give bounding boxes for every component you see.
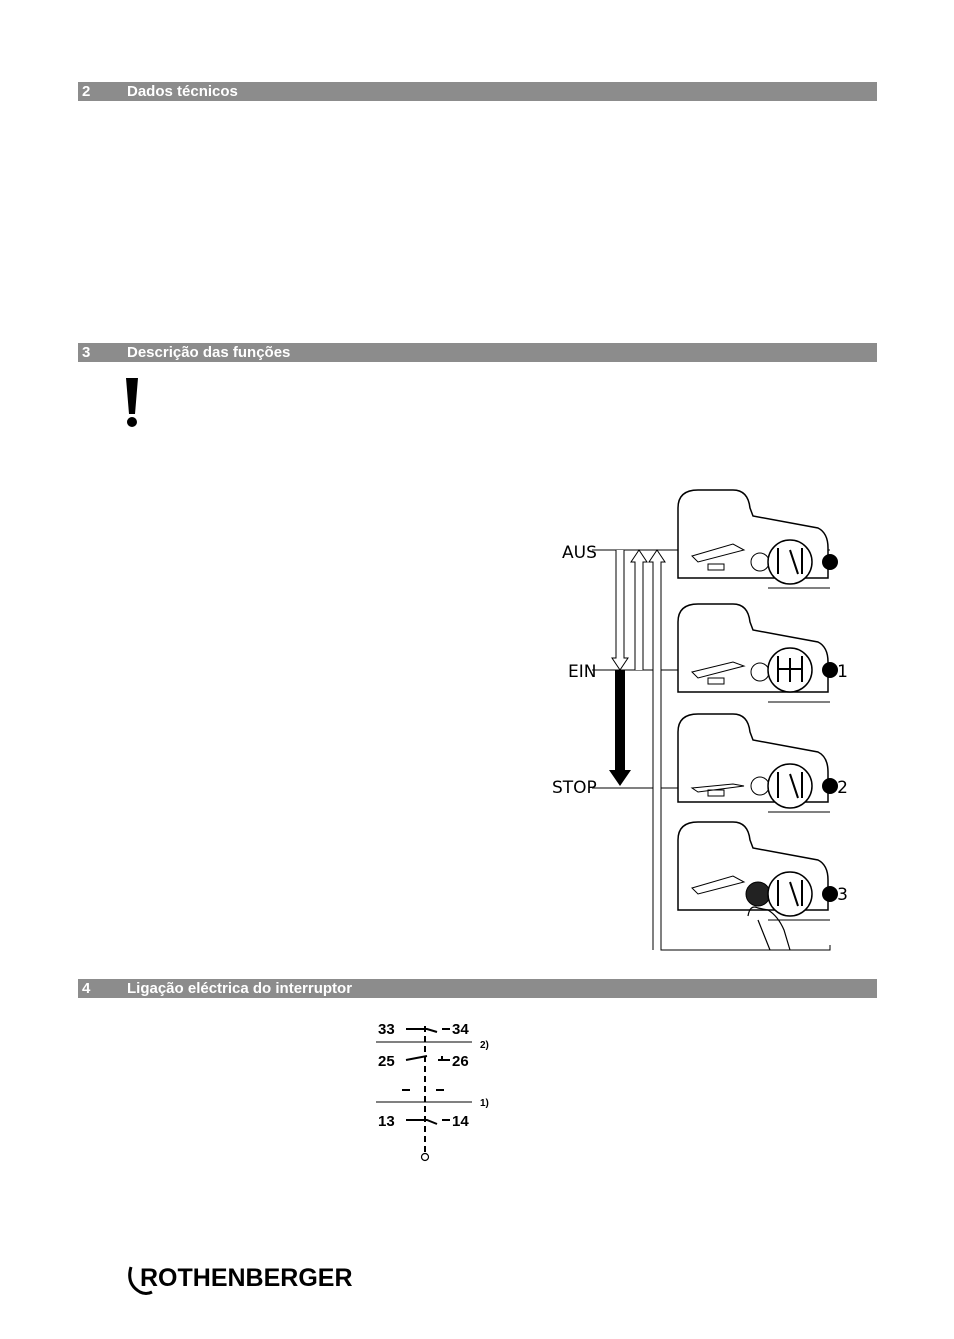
hand-icon	[747, 906, 791, 951]
arrow-down-solid	[609, 670, 631, 786]
step-number-2: 2	[837, 778, 848, 798]
label-aus: AUS	[562, 543, 597, 563]
label-stop: STOP	[552, 778, 597, 798]
switch-unit-aus	[677, 489, 838, 589]
contact-34: 34	[452, 1021, 469, 1038]
section-header-technical-data: 2 Dados técnicos	[78, 82, 877, 101]
arrow-up-hollow-2	[648, 549, 831, 951]
section-title: Dados técnicos	[127, 83, 238, 100]
step-number-3: 3	[837, 885, 848, 905]
contact-33: 33	[378, 1021, 395, 1038]
section-title: Ligação eléctrica do interruptor	[127, 980, 353, 997]
switch-unit-stop	[677, 713, 838, 813]
arrow-down-hollow	[611, 550, 629, 671]
switch-unit-reset	[677, 821, 838, 951]
wiring-diagram: 33 34 2) 25 26 1) 13 14	[376, 1021, 489, 1162]
contact-25: 25	[378, 1053, 395, 1070]
note-2: 2)	[480, 1040, 489, 1051]
exclamation-icon	[126, 378, 138, 427]
label-ein: EIN	[568, 662, 596, 682]
rothenberger-logo: ROTHENBERGER	[128, 1264, 353, 1295]
section-header-electrical-connection: 4 Ligação eléctrica do interruptor	[78, 979, 877, 998]
section-header-function-description: 3 Descrição das funções	[78, 343, 877, 362]
switch-unit-ein	[677, 603, 838, 703]
section-number: 3	[82, 344, 91, 361]
arrow-up-hollow-1	[630, 549, 648, 670]
contact-14: 14	[452, 1113, 469, 1130]
switch-function-diagram: AUS EIN STOP	[552, 489, 848, 951]
note-1: 1)	[480, 1098, 489, 1109]
contact-26: 26	[452, 1053, 469, 1070]
section-number: 2	[82, 83, 91, 100]
contact-13: 13	[378, 1113, 395, 1130]
section-title: Descrição das funções	[127, 344, 291, 361]
logo-text: ROTHENBERGER	[140, 1264, 353, 1292]
step-number-1: 1	[837, 662, 848, 682]
section-number: 4	[82, 980, 91, 997]
